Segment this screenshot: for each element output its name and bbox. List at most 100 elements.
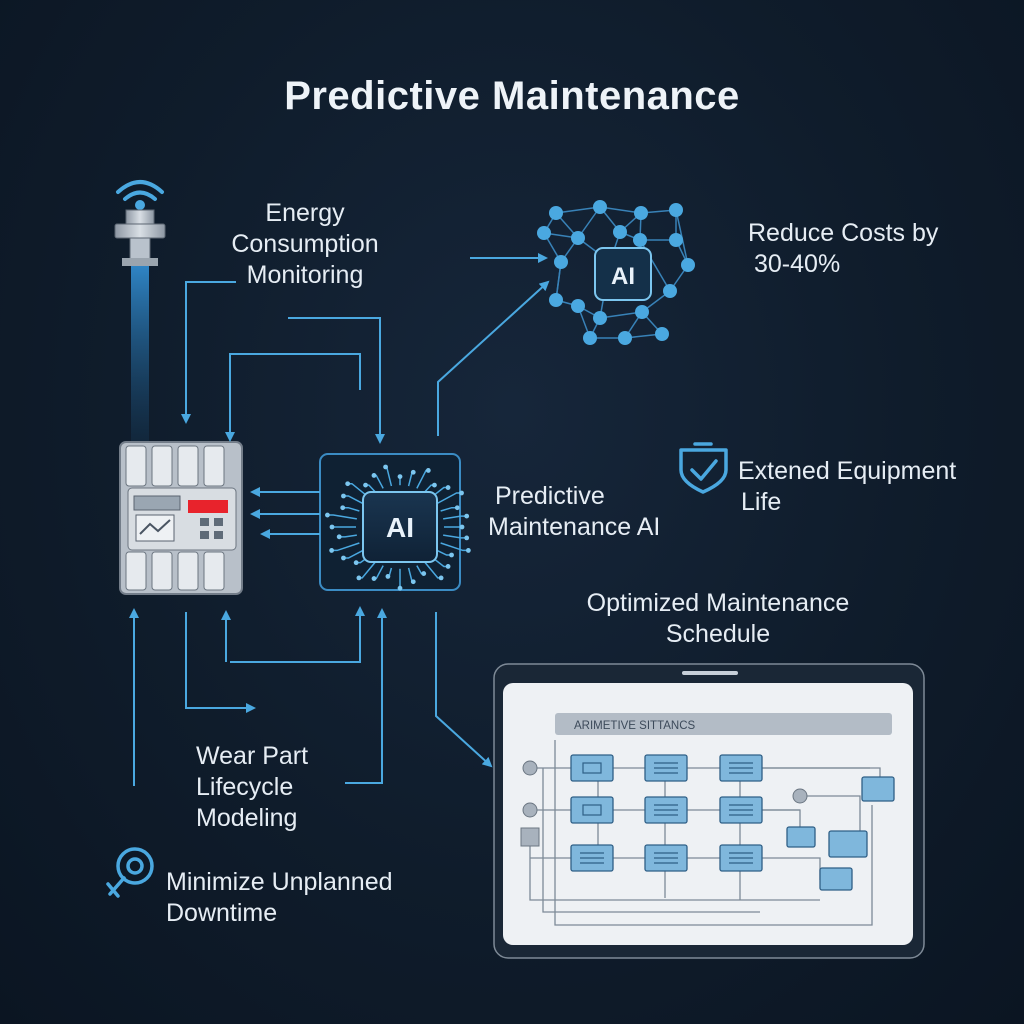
label-optimized-line2: Schedule [665, 620, 771, 648]
schedule-task-line [582, 804, 602, 816]
network-node [571, 231, 585, 245]
network-node [537, 226, 551, 240]
label-energy-line2: Consumption [231, 230, 379, 258]
chip-trace-pad [345, 481, 351, 487]
chip-trace-pad [410, 469, 416, 475]
schedule-connector [800, 795, 861, 840]
schedule-milestone [792, 788, 808, 804]
chip-trace-pad [421, 571, 427, 576]
schedule-milestone [520, 827, 540, 847]
network-node [571, 299, 585, 313]
chip-trace-pad [341, 493, 346, 499]
label-extended-line1: Extened Equipment [738, 457, 957, 485]
chip-label: AI [386, 512, 414, 543]
chip-trace-pad [371, 473, 377, 478]
label-predictive-line1: Predictive [495, 482, 605, 510]
schedule-screen-title: ARIMETIVE SITTANCS [574, 720, 696, 732]
chart-icon [135, 514, 175, 542]
chip-trace-pad [336, 534, 342, 540]
industrial-device [119, 441, 243, 595]
network-label: AI [611, 263, 635, 290]
network-node [669, 203, 683, 217]
chip-trace-pad [329, 548, 335, 553]
network-node [583, 331, 597, 345]
connector-arrow [435, 612, 493, 768]
network-node [554, 255, 568, 269]
label-energy-consumption: Energy Consumption Monitoring [230, 198, 380, 291]
chip-trace-pad [449, 552, 454, 558]
chip-trace-pad [356, 575, 362, 581]
label-costs-line1: Reduce Costs by [748, 219, 939, 247]
chip-trace-pad [459, 524, 465, 530]
chip-trace-pad [438, 575, 444, 581]
connector-arrows [129, 253, 550, 786]
label-energy-line3: Monitoring [246, 261, 364, 289]
label-costs-line2: 30-40% [754, 250, 841, 278]
chip-trace-pad [465, 548, 471, 553]
chip-trace-pad [397, 585, 403, 591]
network-node [663, 284, 677, 298]
network-node [635, 305, 649, 319]
chip-trace-pad [464, 513, 470, 519]
label-extended-line2: Life [741, 488, 782, 516]
chip-trace-pad [397, 474, 403, 479]
chip-trace-pad [353, 560, 359, 566]
chip-trace-pad [363, 482, 368, 488]
network-node [549, 293, 563, 307]
network-node [613, 225, 627, 239]
shield-check-icon [679, 442, 728, 494]
label-extended-life: Extened Equipment Life [738, 456, 956, 518]
connector-arrow [225, 353, 361, 442]
chip-trace-pad [445, 485, 451, 490]
page-title: Predictive Maintenance [284, 74, 740, 118]
sensor-mast-icon [114, 209, 166, 441]
chip-trace-pad [325, 512, 330, 518]
label-downtime-line1: Minimize Unplanned [166, 868, 393, 896]
schedule-task-box [828, 830, 868, 858]
chip-trace-pad [385, 574, 391, 579]
schedule-task-box [570, 754, 614, 782]
chip-trace-pad [464, 535, 470, 541]
label-wear-line3: Modeling [196, 804, 298, 832]
chip-trace-pad [340, 505, 346, 511]
wrench-gear-icon [106, 847, 154, 898]
label-wear-part: Wear Part Lifecycle Modeling [196, 741, 308, 834]
network-node [669, 233, 683, 247]
network-node [593, 200, 607, 214]
connector-arrow [185, 612, 256, 713]
network-node [633, 233, 647, 247]
label-reduce-costs: Reduce Costs by 30-40% [748, 218, 938, 280]
label-predictive-line2: Maintenance AI [488, 513, 661, 541]
label-optimized-line1: Optimized Maintenance [586, 589, 850, 617]
network-edge [555, 206, 601, 214]
wifi-icon [116, 180, 164, 210]
connector-arrow [437, 280, 550, 436]
schedule-milestone [522, 802, 538, 818]
chip-trace-pad [432, 482, 437, 488]
schedule-task-box [570, 796, 614, 824]
connector-arrow [288, 317, 385, 444]
label-energy-line1: Energy [265, 199, 345, 227]
ai-network [537, 200, 695, 345]
schedule-connector [542, 768, 760, 913]
schedule-task-box [861, 776, 895, 802]
connector-arrow [230, 606, 365, 663]
connector-arrow [181, 281, 236, 424]
schedule-connector [554, 740, 873, 926]
label-predictive-ai: Predictive Maintenance AI [488, 481, 660, 543]
label-wear-line2: Lifecycle [196, 773, 294, 801]
network-node [549, 206, 563, 220]
label-downtime-line2: Downtime [166, 899, 278, 927]
chip-trace-pad [425, 468, 431, 473]
schedule-tablet [493, 663, 925, 959]
chip-trace-pad [454, 505, 460, 511]
chip-trace-pad [410, 579, 416, 585]
schedule-task-line [582, 762, 602, 774]
chip-trace-pad [329, 524, 335, 530]
alarm-indicator [188, 500, 228, 513]
label-wear-line1: Wear Part [196, 742, 309, 770]
network-edge [599, 311, 643, 319]
network-node [593, 311, 607, 325]
chip-trace-pad [445, 564, 451, 569]
